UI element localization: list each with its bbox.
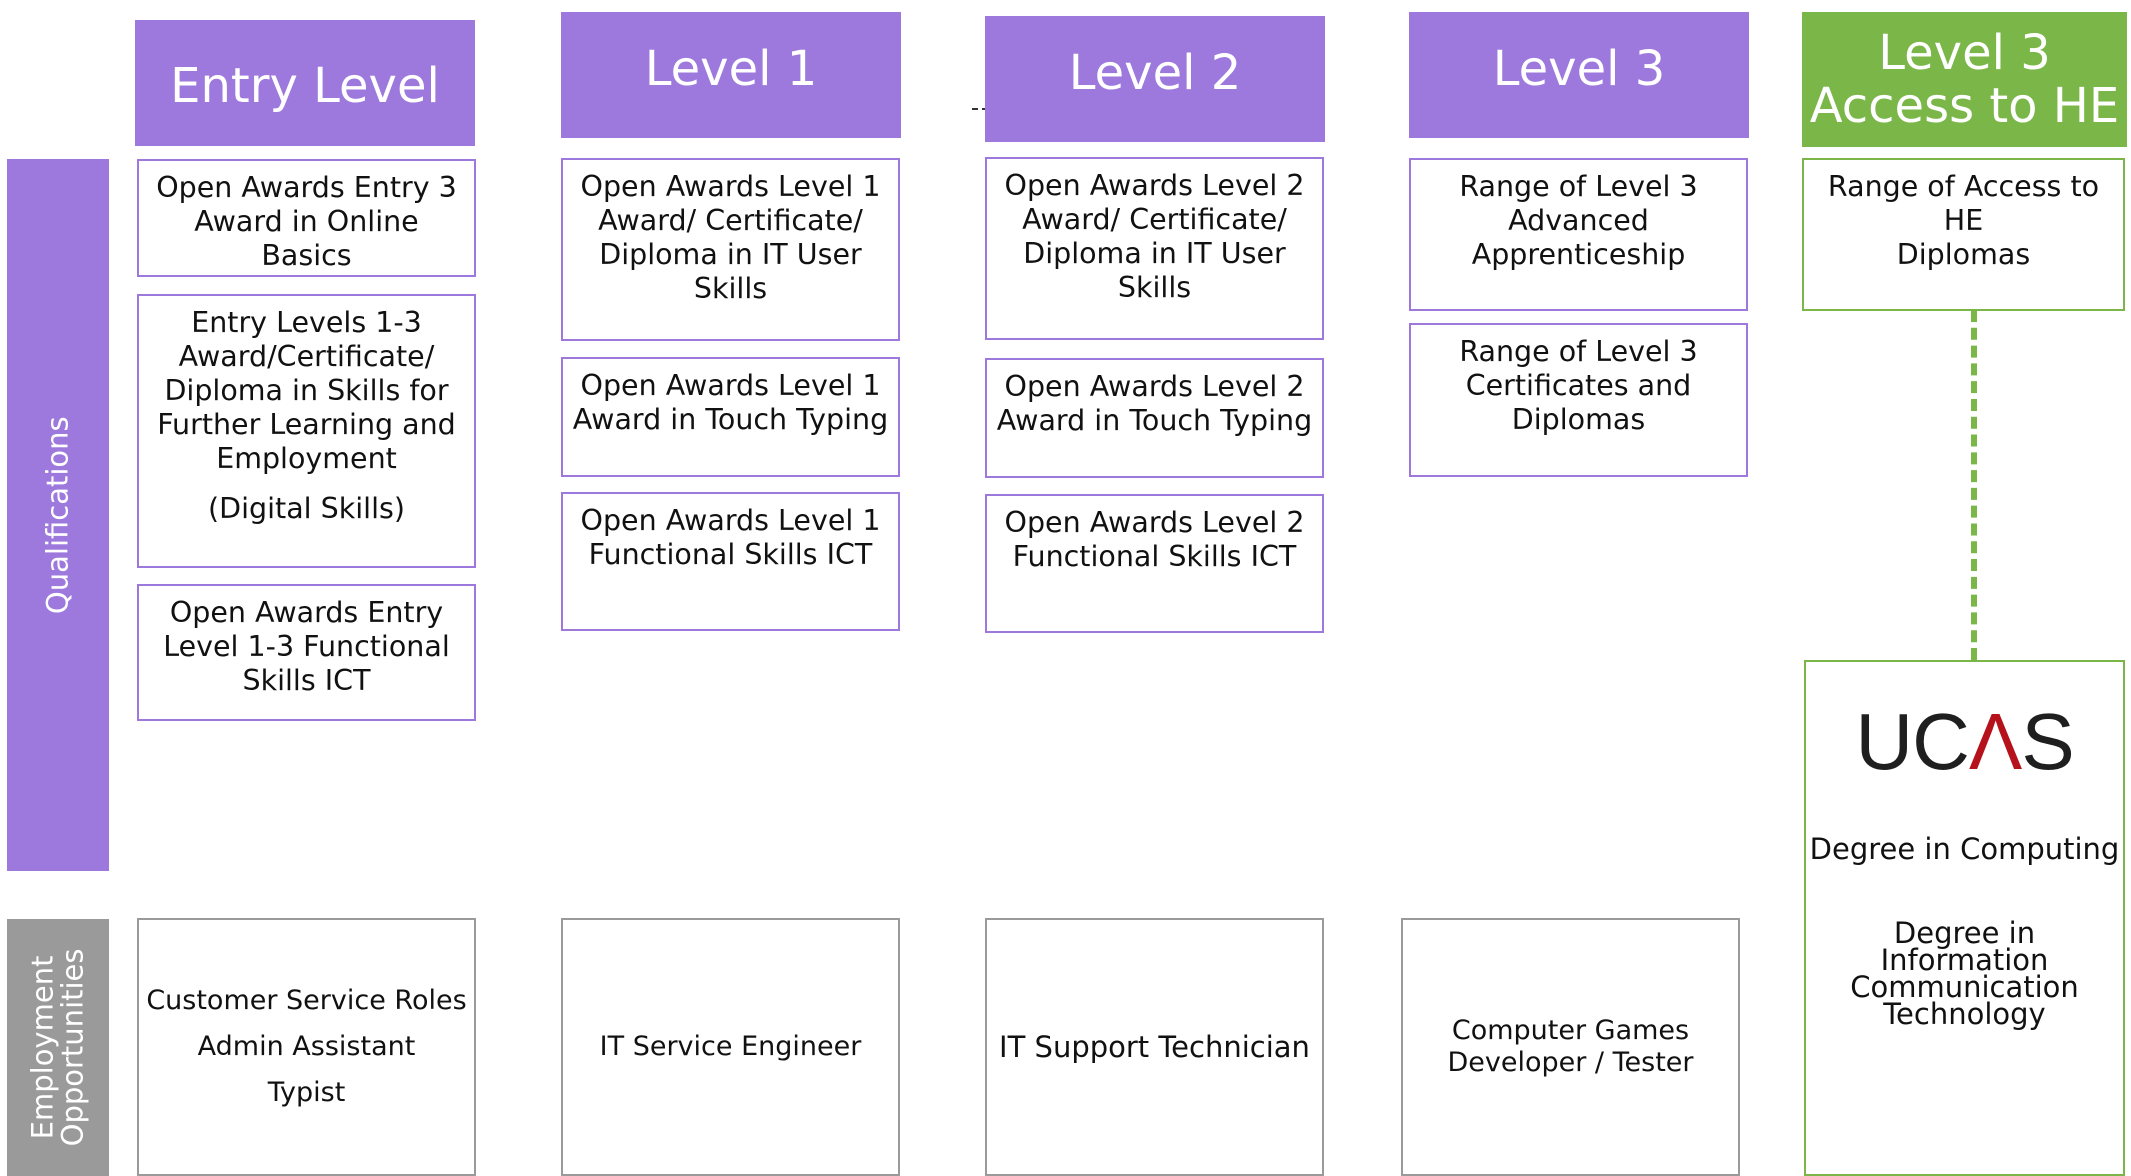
header-level-3: Level 3 <box>1409 12 1749 138</box>
qual-l3-certificates-diplomas: Range of Level 3 Certificates and Diplom… <box>1409 323 1748 477</box>
employment-level-1: IT Service Engineer <box>561 918 900 1176</box>
qual-line: Range of Level 3 <box>1459 170 1698 203</box>
employment-label-line1: Employment <box>25 955 60 1140</box>
qual-line: Level 1-3 Functional <box>163 630 450 663</box>
qual-line: Further Learning and <box>157 408 456 441</box>
qual-line: Functional Skills ICT <box>1012 540 1297 573</box>
qual-line: Open Awards Level 1 <box>580 170 881 203</box>
qual-line: Diploma in IT User <box>1023 237 1286 270</box>
degree-ict-line: Degree in Information <box>1880 916 2049 977</box>
qual-line: Open Awards Level 2 <box>1004 506 1305 539</box>
qual-l1-functional-skills: Open Awards Level 1 Functional Skills IC… <box>561 492 900 631</box>
degree-ict-line: Communication <box>1850 970 2079 1004</box>
qual-line: Employment <box>216 442 397 475</box>
qual-line: Certificates and <box>1465 369 1692 402</box>
qual-line: Range of Level 3 <box>1459 335 1698 368</box>
employment-entry: Customer Service Roles Admin Assistant T… <box>137 918 476 1176</box>
degree-computing: Degree in Computing <box>1809 832 2120 866</box>
qual-line: (Digital Skills) <box>208 492 405 525</box>
qual-line: Diplomas <box>1511 403 1646 436</box>
employment-role: Typist <box>267 1077 346 1108</box>
degree-ict: Degree in Information Communication Tech… <box>1806 916 2123 1031</box>
employment-level-2: IT Support Technician <box>985 918 1324 1176</box>
qualifications-label: Qualifications <box>40 416 75 614</box>
header-access-line2: Access to HE <box>1809 77 2120 134</box>
qual-line: Award in Touch Typing <box>572 403 889 436</box>
header-level-2: Level 2 <box>985 16 1325 142</box>
header-level-2-text: Level 2 <box>1068 44 1242 101</box>
qual-line: Diploma in IT User <box>599 238 862 271</box>
qual-line: Award/Certificate/ <box>178 340 435 373</box>
header-entry-level: Entry Level <box>135 20 475 146</box>
ucas-degree-box: UCΛS Degree in Computing Degree in Infor… <box>1804 660 2125 1176</box>
employment-level-3: Computer Games Developer / Tester <box>1401 918 1740 1176</box>
qual-line: Award/ Certificate/ <box>1022 203 1287 236</box>
employment-label: Employment Opportunities <box>25 948 90 1147</box>
qual-access-to-he-diplomas: Range of Access to HE Diplomas <box>1802 158 2125 311</box>
ucas-logo-right: S <box>2021 697 2074 786</box>
degree-ict-line: Technology <box>1883 997 2046 1031</box>
qual-l3-apprenticeship: Range of Level 3 Advanced Apprenticeship <box>1409 158 1748 311</box>
ucas-logo-left: UC <box>1855 697 1970 786</box>
qualifications-sidebar: Qualifications <box>7 159 109 871</box>
ucas-logo: UCΛS <box>1806 702 2123 782</box>
employment-role: Developer / Tester <box>1447 1047 1694 1078</box>
qual-line: Apprenticeship <box>1471 238 1686 271</box>
employment-role: Admin Assistant <box>197 1031 416 1062</box>
qual-l2-functional-skills: Open Awards Level 2 Functional Skills IC… <box>985 494 1324 633</box>
qual-line: Open Awards Entry 3 <box>156 171 457 204</box>
qual-line: Open Awards Level 2 <box>1004 169 1305 202</box>
qual-l1-it-user-skills: Open Awards Level 1 Award/ Certificate/ … <box>561 158 900 341</box>
qual-line: Entry Levels 1-3 <box>191 306 422 339</box>
connector-access-ucas <box>1971 310 1977 660</box>
qual-line: Skills <box>1117 271 1192 304</box>
ucas-logo-accent: Λ <box>1968 697 2022 786</box>
qual-line: Functional Skills ICT <box>588 538 873 571</box>
qual-line: Open Awards Entry <box>169 596 444 629</box>
header-level-1-text: Level 1 <box>644 40 818 97</box>
employment-role: Customer Service Roles <box>146 985 467 1016</box>
header-level-1: Level 1 <box>561 12 901 138</box>
qual-line: Award/ Certificate/ <box>598 204 863 237</box>
header-level-3-text: Level 3 <box>1492 40 1666 97</box>
employment-label-line2: Opportunities <box>56 948 90 1147</box>
qual-line: Skills ICT <box>242 664 371 697</box>
employment-role: Computer Games <box>1451 1015 1690 1046</box>
qual-l2-touch-typing: Open Awards Level 2 Award in Touch Typin… <box>985 358 1324 478</box>
employment-role: IT Support Technician <box>999 1030 1310 1064</box>
qual-l2-it-user-skills: Open Awards Level 2 Award/ Certificate/ … <box>985 157 1324 340</box>
qual-entry-skills-further-learning: Entry Levels 1-3 Award/Certificate/ Dipl… <box>137 294 476 568</box>
qual-line: Diplomas <box>1896 238 2031 271</box>
header-access-to-he: Level 3 Access to HE <box>1802 12 2127 147</box>
employment-sidebar: Employment Opportunities <box>7 919 109 1176</box>
qual-entry-online-basics: Open Awards Entry 3 Award in Online Basi… <box>137 159 476 277</box>
employment-role: IT Service Engineer <box>599 1031 862 1062</box>
header-access-line1: Level 3 <box>1878 24 2051 81</box>
qual-line: Open Awards Level 1 <box>580 369 881 402</box>
qual-line: Skills <box>693 272 768 305</box>
qual-line: Award in Touch Typing <box>996 404 1313 437</box>
qual-line: Advanced <box>1508 204 1649 237</box>
header-entry-level-text: Entry Level <box>170 57 440 114</box>
qual-line: Open Awards Level 2 <box>1004 370 1305 403</box>
qual-line: Open Awards Level 1 <box>580 504 881 537</box>
qual-entry-functional-skills: Open Awards Entry Level 1-3 Functional S… <box>137 584 476 721</box>
qual-l1-touch-typing: Open Awards Level 1 Award in Touch Typin… <box>561 357 900 477</box>
qual-line: Award in Online Basics <box>194 205 419 272</box>
qual-line: Range of Access to HE <box>1827 170 2100 237</box>
qual-line: Diploma in Skills for <box>164 374 449 407</box>
